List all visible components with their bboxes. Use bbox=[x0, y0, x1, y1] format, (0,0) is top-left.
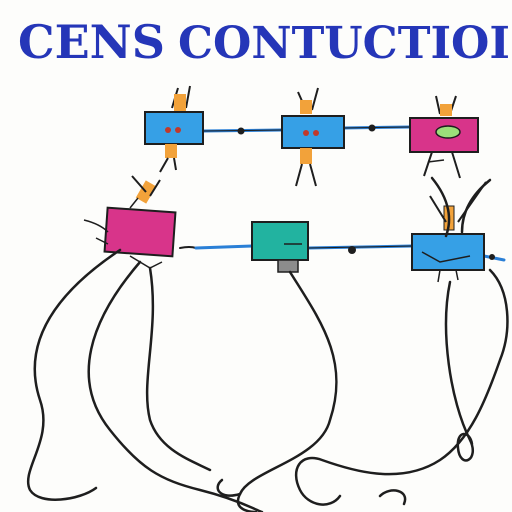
top-left-blue-box bbox=[144, 85, 204, 173]
bottom-row-cables bbox=[179, 244, 506, 262]
dangling-wires bbox=[27, 176, 509, 512]
bottom-middle-teal-box bbox=[251, 221, 309, 273]
title-right-word: CONTUCTIOI bbox=[178, 18, 510, 69]
bottom-left-magenta-box bbox=[83, 206, 177, 269]
loose-connector bbox=[129, 175, 161, 209]
top-right-magenta-box bbox=[409, 95, 479, 179]
top-middle-blue-box bbox=[281, 87, 345, 187]
top-row-cables bbox=[201, 124, 412, 135]
title-left-word: CENS bbox=[18, 15, 165, 69]
